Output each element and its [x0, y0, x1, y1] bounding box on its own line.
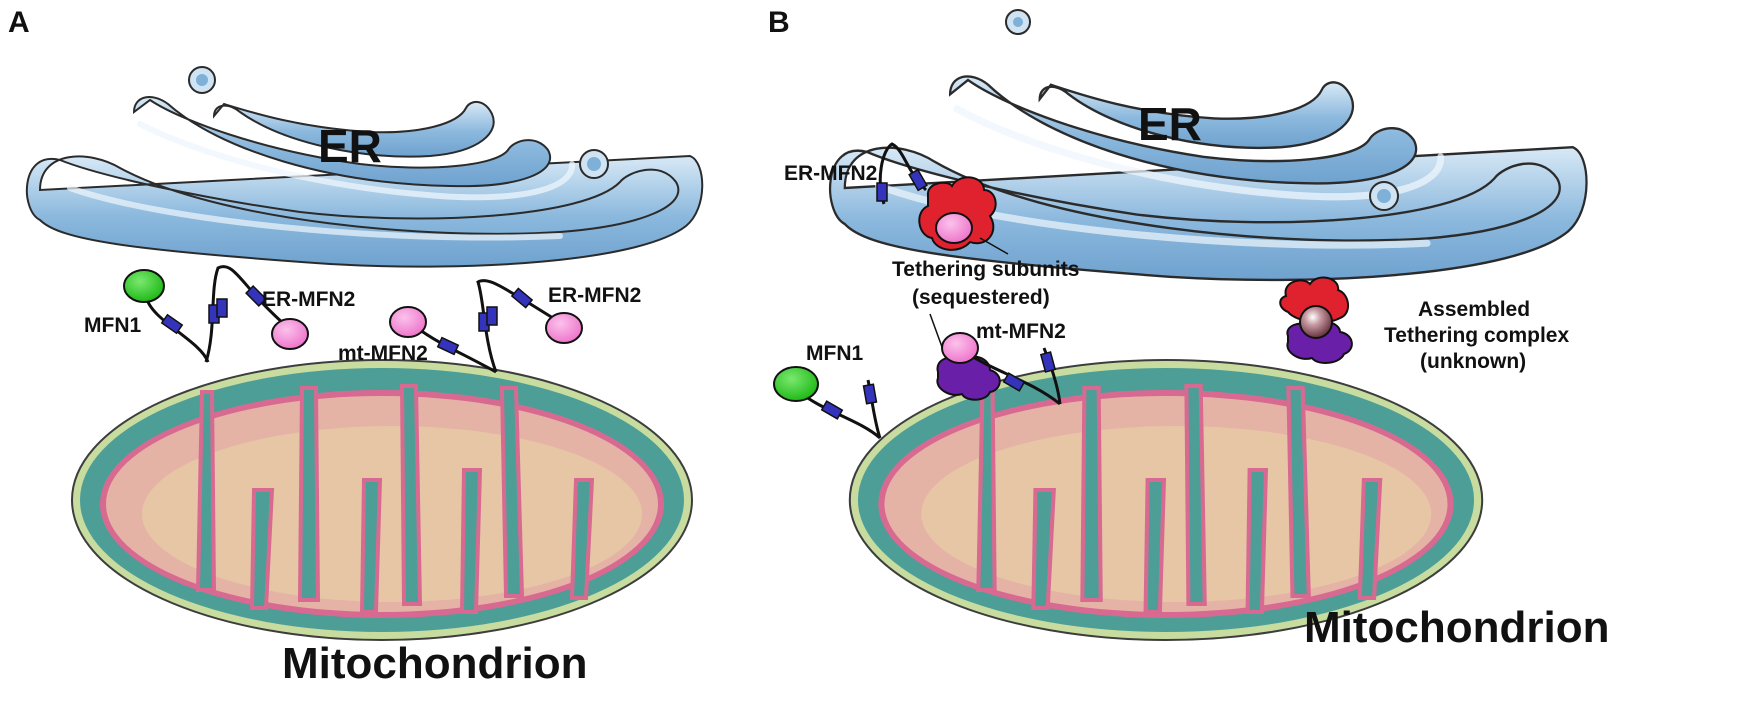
- mt-mfn2-a-icon: [389, 306, 497, 374]
- er-a-label: ER: [318, 120, 382, 172]
- mt-mfn2-b-icon: [941, 332, 1062, 406]
- mfn1-a-label: MFN1: [84, 314, 141, 337]
- mt-mfn2-a-label: mt-MFN2: [338, 342, 428, 365]
- panel-b-letter: B: [768, 6, 790, 39]
- er-mfn2-a-right-label: ER-MFN2: [548, 284, 641, 307]
- tethering-subunits-line2: (sequestered): [912, 286, 1050, 309]
- mitochondrion-a-icon: [70, 358, 694, 642]
- er-a-icon: [27, 66, 702, 267]
- er-mfn2-b-icon: [876, 142, 928, 205]
- er-b-label: ER: [1138, 98, 1202, 150]
- panel-a: A ER Mitochondrion MFN1 ER-MFN2: [8, 6, 702, 688]
- er-mfn2-a-left-label: ER-MFN2: [262, 288, 355, 311]
- mfn1-a-icon: [123, 269, 210, 363]
- assembled-line2: Tethering complex: [1384, 324, 1569, 347]
- er-b-icon: [830, 9, 1586, 280]
- mitochondrion-b-label: Mitochondrion: [1304, 603, 1610, 652]
- er-mfn2-a-right-icon: [476, 279, 583, 373]
- panel-b: B ER Mitochondrion ER-MFN2 Tethering sub…: [768, 6, 1610, 652]
- tethering-subunit-red-icon: [918, 176, 997, 251]
- mt-mfn2-b-label: mt-MFN2: [976, 320, 1066, 343]
- er-mfn2-a-left-icon: [204, 265, 309, 363]
- mitochondrion-a-label: Mitochondrion: [282, 639, 588, 688]
- mfn1-b-label: MFN1: [806, 342, 863, 365]
- panel-a-letter: A: [8, 6, 30, 39]
- tethering-subunit-purple-icon: [936, 355, 1001, 401]
- assembled-tethering-complex-icon: [1279, 276, 1353, 364]
- tethering-subunits-line1: Tethering subunits: [892, 258, 1079, 281]
- assembled-line3: (unknown): [1420, 350, 1526, 373]
- er-mfn2-b-label: ER-MFN2: [784, 162, 877, 185]
- mfn1-b-icon: [773, 366, 882, 440]
- assembled-line1: Assembled: [1418, 298, 1530, 321]
- mitochondrion-b-icon: [850, 360, 1482, 640]
